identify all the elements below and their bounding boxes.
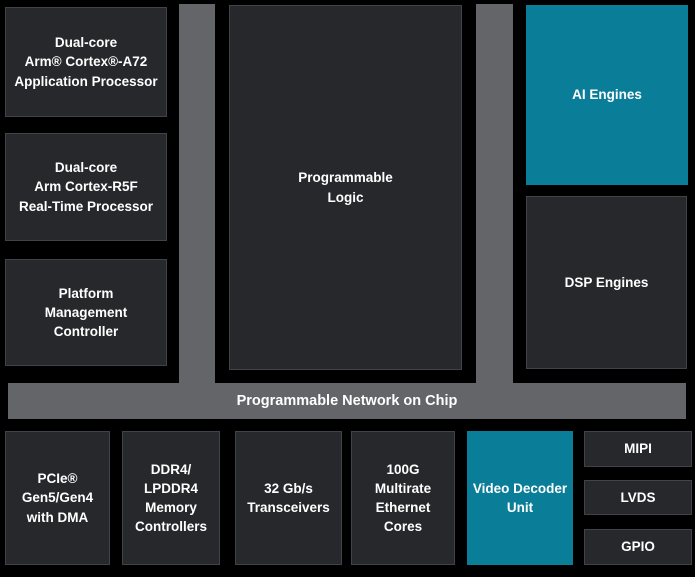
dsp-engines-label: DSP Engines: [564, 274, 649, 290]
block-video-decoder-unit: Video Decoder Unit: [467, 431, 573, 565]
application-processor-label: Dual-core Arm® Cortex®-A72 Application P…: [14, 35, 158, 89]
block-application-processor: Dual-core Arm® Cortex®-A72 Application P…: [5, 7, 167, 117]
gpio-label: GPIO: [621, 539, 655, 555]
block-pcie: PCIe® Gen5/Gen4 with DMA: [5, 431, 110, 565]
pcie-label: PCIe® Gen5/Gen4 with DMA: [21, 471, 94, 525]
lvds-label: LVDS: [620, 489, 656, 505]
ai-engines-label: AI Engines: [572, 87, 642, 103]
ddr-label: DDR4/ LPDDR4 Memory Controllers: [134, 461, 207, 535]
noc-label: Programmable Network on Chip: [236, 392, 458, 409]
programmable-logic-label: Programmable Logic: [298, 170, 393, 205]
block-lvds: LVDS: [584, 480, 692, 515]
block-realtime-processor: Dual-core Arm Cortex-R5F Real-Time Proce…: [5, 133, 167, 241]
block-ai-engines: AI Engines: [526, 5, 688, 185]
bus-bar-vertical-left: [179, 4, 215, 384]
block-programmable-network-on-chip: Programmable Network on Chip: [8, 383, 686, 419]
block-ddr-memory-controllers: DDR4/ LPDDR4 Memory Controllers: [122, 431, 220, 565]
platform-management-label: Platform Management Controller: [44, 285, 128, 340]
block-programmable-logic: Programmable Logic: [229, 5, 462, 370]
block-dsp-engines: DSP Engines: [526, 196, 687, 369]
mipi-label: MIPI: [624, 441, 652, 457]
block-gpio: GPIO: [584, 529, 692, 565]
block-ethernet-cores: 100G Multirate Ethernet Cores: [351, 431, 455, 565]
ethernet-label: 100G Multirate Ethernet Cores: [374, 461, 432, 535]
bus-bar-vertical-right: [476, 4, 513, 384]
block-transceivers: 32 Gb/s Transceivers: [235, 431, 342, 565]
transceivers-label: 32 Gb/s Transceivers: [247, 480, 330, 515]
block-mipi: MIPI: [584, 431, 692, 467]
block-platform-management-controller: Platform Management Controller: [5, 259, 167, 366]
realtime-processor-label: Dual-core Arm Cortex-R5F Real-Time Proce…: [18, 160, 154, 214]
video-decoder-label: Video Decoder Unit: [472, 480, 568, 515]
